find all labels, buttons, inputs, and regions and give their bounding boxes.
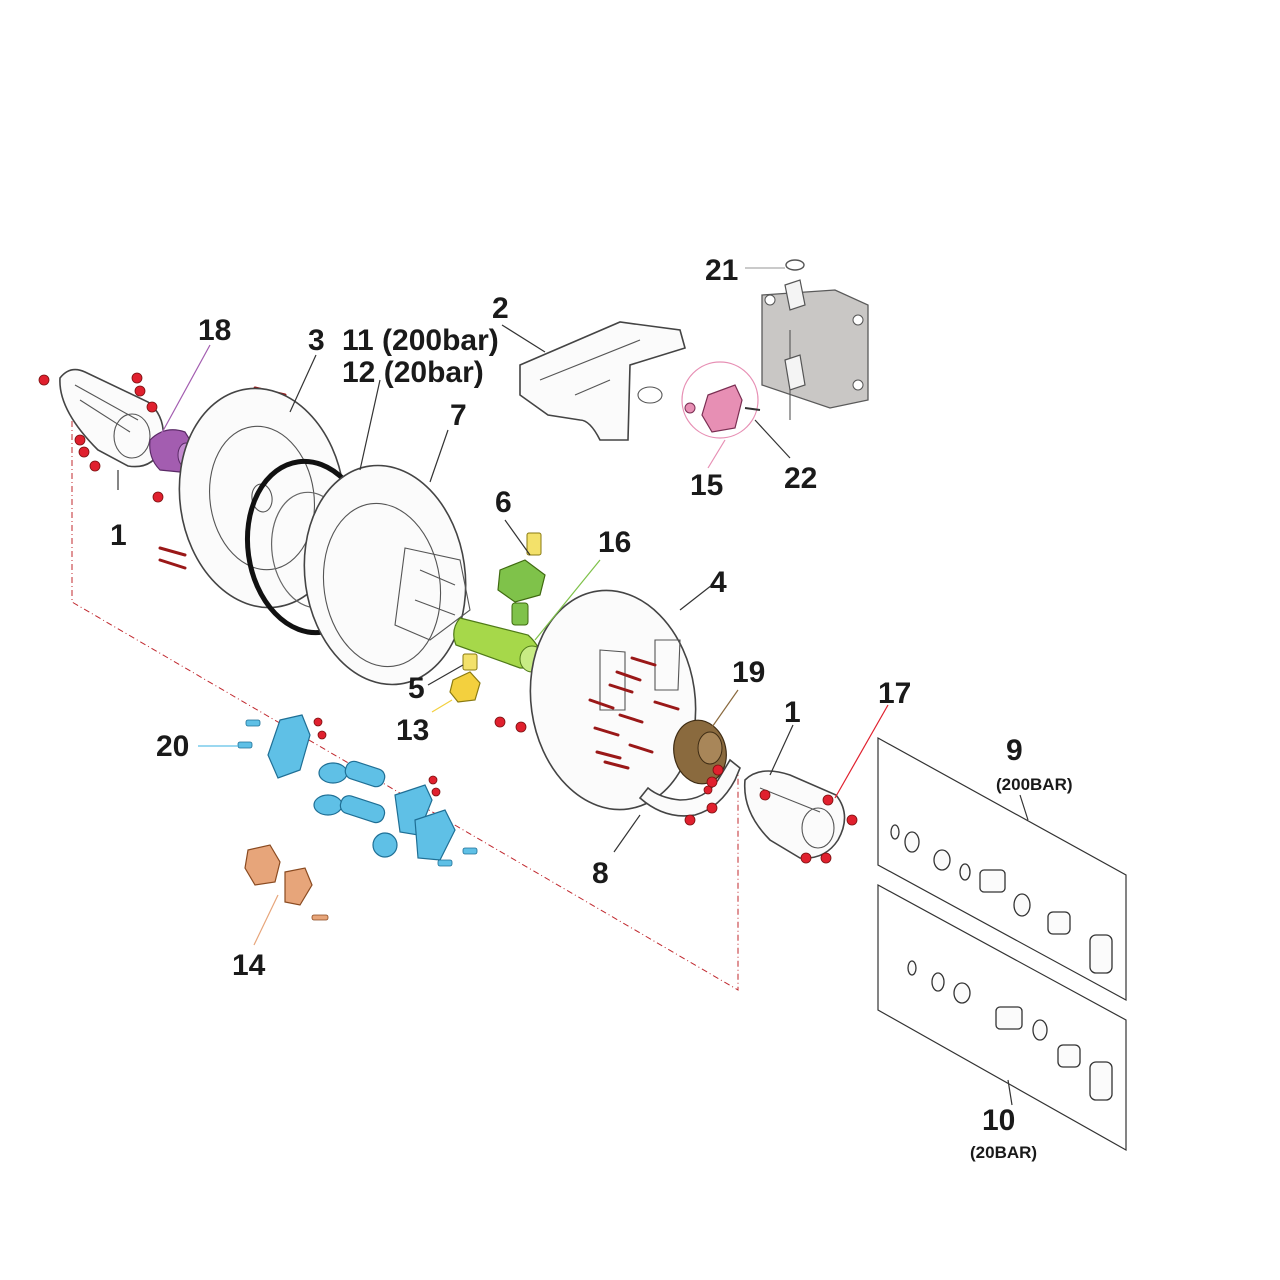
label-1-left: 1: [110, 519, 127, 552]
label-18: 18: [198, 314, 231, 347]
screws-pair-4: [494, 716, 527, 733]
label-14: 14: [232, 949, 266, 982]
retaining-ring-21: [785, 259, 805, 271]
nut-6: [497, 532, 546, 603]
label-6: 6: [495, 486, 512, 519]
label-19: 19: [732, 656, 765, 689]
clamp-14: [244, 844, 329, 921]
kit-10-parts: [907, 960, 1113, 1101]
label-21: 21: [705, 254, 738, 287]
label-20: 20: [156, 730, 189, 763]
screws-red-bracket: [313, 717, 441, 797]
label-2: 2: [492, 292, 509, 325]
bolts-side-plate: [588, 656, 680, 770]
label-9-sub: (200BAR): [996, 775, 1073, 794]
label-3: 3: [308, 324, 325, 357]
label-22: 22: [784, 462, 817, 495]
label-15: 15: [690, 469, 723, 502]
label-5: 5: [408, 672, 425, 705]
screws-left-plate: [38, 372, 164, 503]
label-13: 13: [396, 714, 429, 747]
label-9: 9: [1006, 734, 1023, 767]
side-plate-4: [529, 589, 697, 811]
label-7: 7: [450, 399, 467, 432]
screws-bracket-20: [237, 719, 478, 867]
kit-9-box: [877, 736, 1127, 1002]
fitting-5-13: [449, 653, 481, 703]
label-10: 10: [982, 1104, 1015, 1137]
kit-9-parts: [890, 824, 1113, 974]
wall-plate: [761, 289, 869, 420]
label-4: 4: [710, 566, 727, 599]
brake-8: [638, 758, 741, 817]
label-1-right: 1: [784, 696, 801, 729]
drum-7: [303, 464, 471, 686]
pivot-pin: [784, 279, 806, 391]
label-12: 12 (20bar): [342, 356, 484, 389]
end-plate-right: [743, 770, 846, 859]
label-17: 17: [878, 677, 911, 710]
kit-10-box: [877, 883, 1127, 1152]
end-plate-left: [59, 368, 165, 468]
screws-brake: [684, 764, 724, 826]
mounting-bracket-2: [519, 321, 686, 441]
label-8: 8: [592, 857, 609, 890]
screws-17: [759, 789, 858, 864]
leader-lines: [117, 267, 1029, 1106]
label-11: 11 (200bar): [342, 324, 499, 357]
pivot-group-15: [681, 361, 761, 439]
label-16: 16: [598, 526, 631, 559]
bracket-20: [267, 714, 456, 861]
label-10-sub: (20BAR): [970, 1143, 1037, 1162]
